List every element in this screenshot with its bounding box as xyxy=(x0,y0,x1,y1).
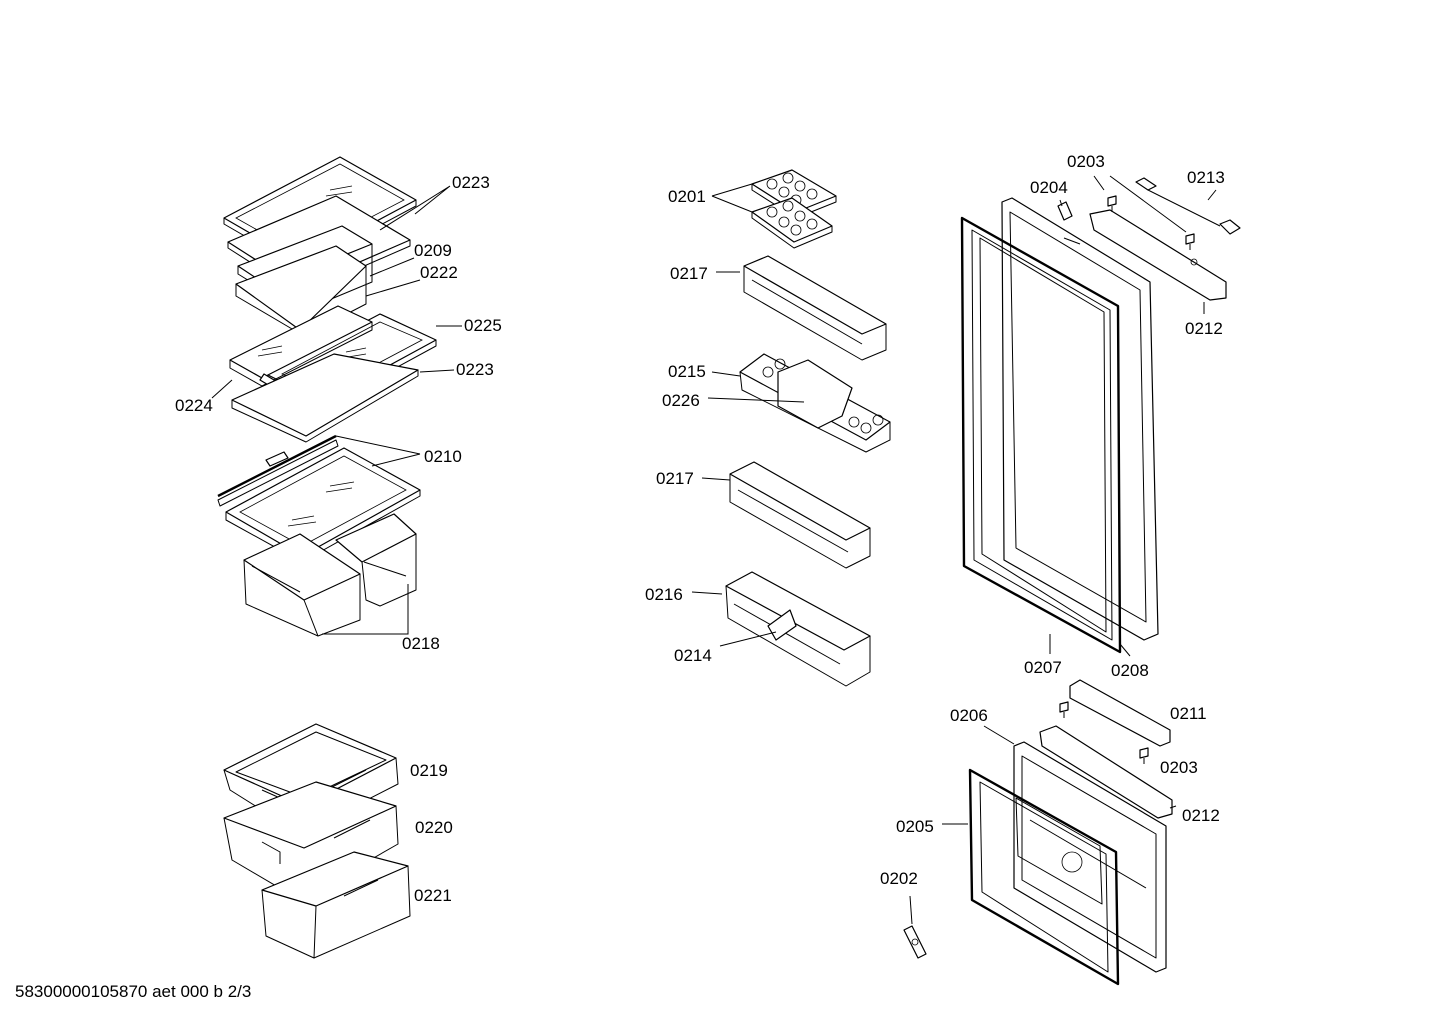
label-0214: 0214 xyxy=(674,646,712,665)
part-labels: 0223 0209 0222 0225 0223 0224 0210 0218 … xyxy=(175,152,1225,905)
label-0221: 0221 xyxy=(414,886,452,905)
label-0223-lower: 0223 xyxy=(456,360,494,379)
freezer-door-0206 xyxy=(1013,741,1167,973)
door-shelf-0217-lower xyxy=(729,461,871,569)
label-0203-top: 0203 xyxy=(1067,152,1105,171)
label-0203-lower: 0203 xyxy=(1160,758,1198,777)
label-0222: 0222 xyxy=(420,263,458,282)
label-0217-lower: 0217 xyxy=(656,469,694,488)
label-0215: 0215 xyxy=(668,362,706,381)
label-0208: 0208 xyxy=(1111,661,1149,680)
label-0223-top: 0223 xyxy=(452,173,490,192)
label-0219: 0219 xyxy=(410,761,448,780)
label-0205: 0205 xyxy=(896,817,934,836)
glass-shelf-lower-0223 xyxy=(231,353,419,443)
door-shelf-0217-top xyxy=(743,255,887,361)
hinge-0212-top xyxy=(1089,209,1227,301)
damper-rod-0213 xyxy=(1135,177,1241,235)
cover-cap-0202 xyxy=(903,925,927,959)
fridge-door-0208 xyxy=(1001,197,1159,641)
freezer-drawer-0221 xyxy=(261,851,411,959)
hinge-cap-0204 xyxy=(1057,201,1073,221)
diagram-footer-code: 58300000105870 aet 000 b 2/3 xyxy=(15,982,251,1001)
door-seal-0207 xyxy=(960,216,1122,654)
label-0202: 0202 xyxy=(880,869,918,888)
label-0201: 0201 xyxy=(668,187,706,206)
label-0213: 0213 xyxy=(1187,168,1225,187)
door-shelf-0215-with-egg-holder xyxy=(739,353,891,453)
screws-0203-top xyxy=(1107,195,1195,250)
label-0216: 0216 xyxy=(645,585,683,604)
label-0226: 0226 xyxy=(662,391,700,410)
label-0211: 0211 xyxy=(1170,704,1207,723)
label-0209: 0209 xyxy=(414,241,452,260)
screws-0203-lower xyxy=(1059,701,1149,764)
vegetable-drawers-0218 xyxy=(243,513,417,637)
label-0204: 0204 xyxy=(1030,178,1068,197)
handle-0211 xyxy=(1069,679,1171,747)
label-0218: 0218 xyxy=(402,634,440,653)
label-0217-top: 0217 xyxy=(670,264,708,283)
label-0210: 0210 xyxy=(424,447,462,466)
label-0207: 0207 xyxy=(1024,658,1062,677)
label-0220: 0220 xyxy=(415,818,453,837)
label-0212-lower: 0212 xyxy=(1182,806,1220,825)
hinge-0212-lower xyxy=(1039,725,1173,819)
freezer-door-seal-0205 xyxy=(968,768,1120,986)
label-0224: 0224 xyxy=(175,396,213,415)
egg-trays-0201 xyxy=(751,169,837,249)
bottle-shelf-0216 xyxy=(725,571,871,687)
label-0206: 0206 xyxy=(950,706,988,725)
freezer-drawer-0219 xyxy=(223,723,399,835)
label-0212-top: 0212 xyxy=(1185,319,1223,338)
label-0225: 0225 xyxy=(464,316,502,335)
leader-lines xyxy=(211,175,1217,925)
